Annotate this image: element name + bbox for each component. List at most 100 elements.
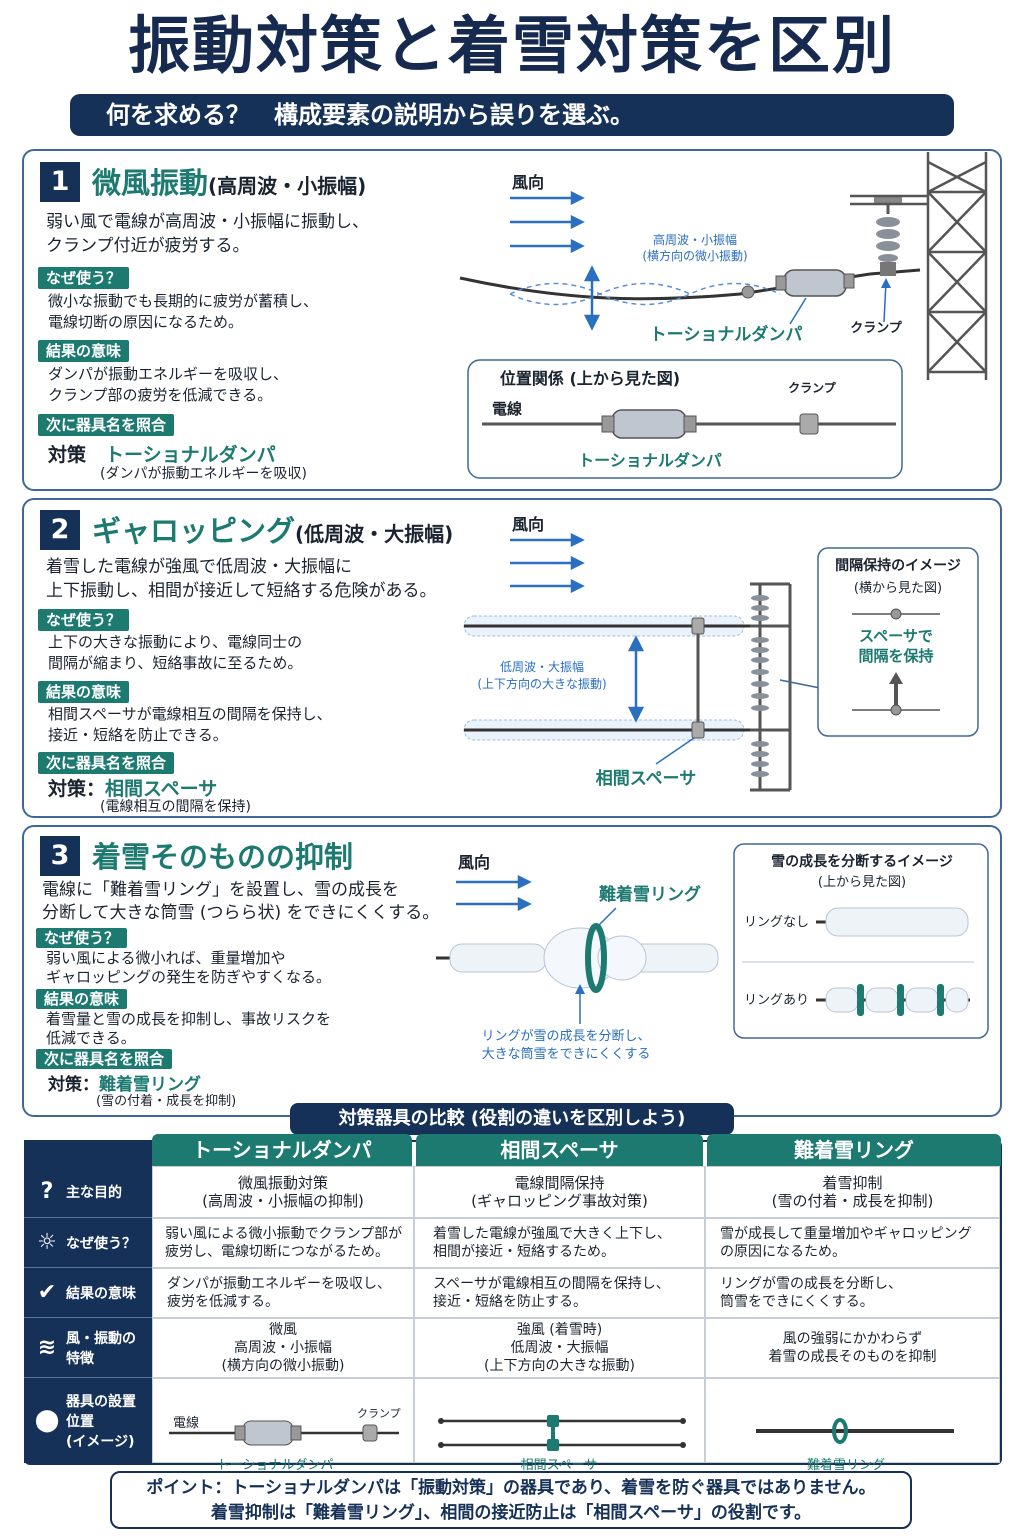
- s2-tower-insulators: [750, 582, 792, 792]
- s2-lower-wire: [463, 719, 750, 741]
- column-header-damper: トーショナルダンパ: [152, 1134, 412, 1166]
- pos-spacer-label: 相間スペーサ: [521, 1458, 598, 1473]
- section-2-counter-name: 相間スペーサ: [105, 778, 218, 800]
- s2-upper-wire: [463, 615, 750, 637]
- section-1-counter-name: トーショナルダンパ: [105, 444, 276, 466]
- s2-spacer: [691, 617, 705, 739]
- point-line-1: ポイント：トーショナルダンパは「振動対策」の器具であり、着雪を防ぐ器具ではありま…: [146, 1478, 876, 1498]
- s2-inset-sub: (横から見た図): [854, 581, 942, 596]
- s1-osc-label: 高周波・小振幅: [653, 232, 737, 247]
- cell-result-spacer: スペーサが電線相互の間隔を保持し、 接近・短絡を防止する。: [414, 1268, 705, 1318]
- section-3-counter-name: 難着雪リング: [99, 1075, 201, 1095]
- point-box: ポイント：トーショナルダンパは「振動対策」の器具であり、着雪を防ぐ器具ではありま…: [110, 1471, 912, 1529]
- section-2-figure: 風向 低周波・大振幅 (上下方向の大きな振動) 相間スペーサ 間隔保持のイメージ…: [463, 515, 979, 792]
- section-3-match-label: 次に器具名を照合: [36, 1049, 173, 1069]
- section-2-desc-1: 着雪した電線が強風で低周波・大振幅に: [46, 557, 352, 577]
- section-1-desc-2: クランプ付近が疲労する。: [46, 236, 250, 256]
- pos-ring-label: 難着雪リング: [807, 1457, 885, 1473]
- section-2-title-main: ギャロッピング: [92, 514, 296, 548]
- check-icon: ✔: [37, 1280, 57, 1305]
- cell-position-ring: 難着雪リング: [705, 1378, 1000, 1473]
- s1-inset-damper-label: トーショナルダンパ: [578, 451, 722, 470]
- section-3-counter-prefix: 対策：: [48, 1075, 99, 1095]
- cell-result-ring: リングが雪の成長を分断し、 筒雪をできにくくする。: [705, 1268, 1000, 1318]
- s1-inset-title: 位置関係 (上から見た図): [500, 369, 680, 388]
- section-2-why-1: 上下の大きな振動により、電線同士の: [48, 633, 303, 651]
- section-3-number: 3: [40, 836, 80, 876]
- location-pin-icon: ⬤: [34, 1408, 60, 1433]
- s3-ring-label: 難着雪リング: [599, 884, 701, 905]
- cell-purpose-ring: 着雪抑制 (雪の付着・成長を抑制): [705, 1166, 1000, 1218]
- section-1-title-main: 微風振動: [92, 166, 209, 200]
- s1-damper-label: トーショナルダンパ: [650, 324, 803, 345]
- section-1-result-label: 結果の意味: [38, 340, 130, 362]
- s1-inset-damper: [601, 409, 697, 439]
- s3-wire-snow: [436, 923, 719, 993]
- column-header-ring: 難着雪リング: [707, 1134, 1001, 1166]
- section-3-figure: 風向 難着雪リング リングが雪の成長を分断し、 大きな筒雪をできにくくする 雪の…: [436, 843, 989, 1062]
- s1-inset-clamp: [799, 413, 819, 435]
- subtitle-banner: 何を求める？ 構成要素の説明から誤りを選ぶ。: [70, 94, 954, 136]
- section-2-result-1: 相間スペーサが電線相互の間隔を保持し、: [48, 705, 332, 723]
- section-3-why-1: 弱い風による微小れば、重量増加や: [46, 949, 286, 967]
- section-3-counter: 対策：難着雪リング: [48, 1070, 201, 1095]
- s1-osc-wave: [509, 282, 781, 306]
- section-2-result-2: 接近・短絡を防止できる。: [48, 726, 228, 744]
- section-1-number: 1: [40, 162, 80, 202]
- section-1-why-1: 微小な振動でも長期的に疲労が蓄積し、: [48, 292, 319, 310]
- section-3-result-1: 着雪量と雪の成長を抑制し、事故リスクを: [46, 1010, 332, 1028]
- s3-with-ring-label: リングあり: [744, 993, 809, 1008]
- s1-tower: [850, 152, 988, 380]
- position-ring-image: 難着雪リング: [756, 1418, 954, 1473]
- cell-why-spacer: 着雪した電線が強風で大きく上下し、 相間が接近・短絡するため。: [414, 1218, 705, 1268]
- pos-damper-label: トーショナルダンパ: [217, 1458, 334, 1473]
- s1-wind-arrows: [510, 190, 585, 254]
- s2-osc-label: 低周波・大振幅: [500, 659, 584, 674]
- section-3-result-2: 低減できる。: [46, 1029, 136, 1047]
- section-3-desc-1: 電線に「難着雪リング」を設置し、雪の成長を: [42, 880, 399, 900]
- comparison-header-blank: [24, 1140, 152, 1166]
- s1-osc-label-2: (横方向の微小振動): [642, 248, 747, 263]
- cell-why-ring: 雪が成長して重量増加やギャロッピング の原因になるため。: [705, 1218, 1000, 1268]
- cell-wind-damper: 微風 高周波・小振幅 (横方向の微小振動): [152, 1318, 414, 1378]
- row-header-result: ✔結果の意味: [24, 1268, 152, 1318]
- question-icon: ?: [40, 1179, 54, 1204]
- section-2-title-sub: (低周波・大振幅): [295, 522, 454, 546]
- wind-icon: ≋: [37, 1335, 57, 1360]
- s2-inset-text-2: 間隔を保持: [858, 647, 933, 665]
- section-3-why-label: なぜ使う？: [36, 928, 128, 948]
- cell-purpose-damper: 微風振動対策 (高周波・小振幅の抑制): [152, 1166, 414, 1218]
- s3-no-ring-label: リングなし: [744, 915, 809, 930]
- s2-spacer-label: 相間スペーサ: [596, 768, 696, 789]
- section-2-counter-note: (電線相互の間隔を保持): [100, 799, 251, 815]
- row-header-why: ☼なぜ使う？: [24, 1218, 152, 1268]
- s1-wind-label: 風向: [512, 173, 544, 192]
- s1-inset-wire: 電線: [492, 400, 522, 418]
- section-1-result-2: クランプ部の疲労を低減できる。: [48, 386, 273, 404]
- point-line-2: 着雪抑制は「難着雪リング」、相間の接近防止は「相間スペーサ」の役割です。: [210, 1503, 812, 1523]
- section-3-title: 着雪そのものの抑制: [92, 834, 353, 876]
- s1-clamp-label: クランプ: [850, 321, 903, 336]
- section-1-counter-note: (ダンパが振動エネルギーを吸収): [100, 466, 307, 482]
- position-damper-image: 電線 クランプ トーショナルダンパ: [169, 1407, 401, 1473]
- s2-insulator-disks: [751, 595, 769, 777]
- section-2-counter: 対策：相間スペーサ: [48, 774, 217, 801]
- section-2-number: 2: [40, 510, 80, 550]
- row-header-position: ⬤器具の設置 位置 (イメージ): [24, 1378, 152, 1463]
- section-1-result-1: ダンパが振動エネルギーを吸収し、: [48, 365, 289, 383]
- section-1-why-label: なぜ使う？: [38, 267, 130, 289]
- cell-wind-ring: 風の強弱にかかわらず 着雪の成長そのものを抑制: [705, 1318, 1000, 1378]
- lightbulb-icon: ☼: [37, 1230, 57, 1255]
- section-3-result-label: 結果の意味: [36, 989, 128, 1009]
- section-1-desc-1: 弱い風で電線が高周波・小振幅に振動し、: [46, 212, 369, 232]
- s1-vertical-arrow: [583, 265, 601, 331]
- s2-osc-label-2: (上下方向の大きな振動): [477, 676, 606, 691]
- s2-wind-label: 風向: [512, 515, 544, 534]
- position-spacer-image: 相間スペーサ: [438, 1415, 686, 1473]
- page-title: 振動対策と着雪対策を区別: [127, 9, 896, 82]
- section-2-result-label: 結果の意味: [38, 681, 130, 703]
- section-3-desc-2: 分断して大きな筒雪 (つらら状) をできにくくする。: [42, 903, 440, 923]
- s1-damper: [741, 269, 855, 299]
- s3-note-2: 大きな筒雪をできにくくする: [482, 1046, 651, 1062]
- section-2-match-label: 次に器具名を照合: [38, 752, 175, 774]
